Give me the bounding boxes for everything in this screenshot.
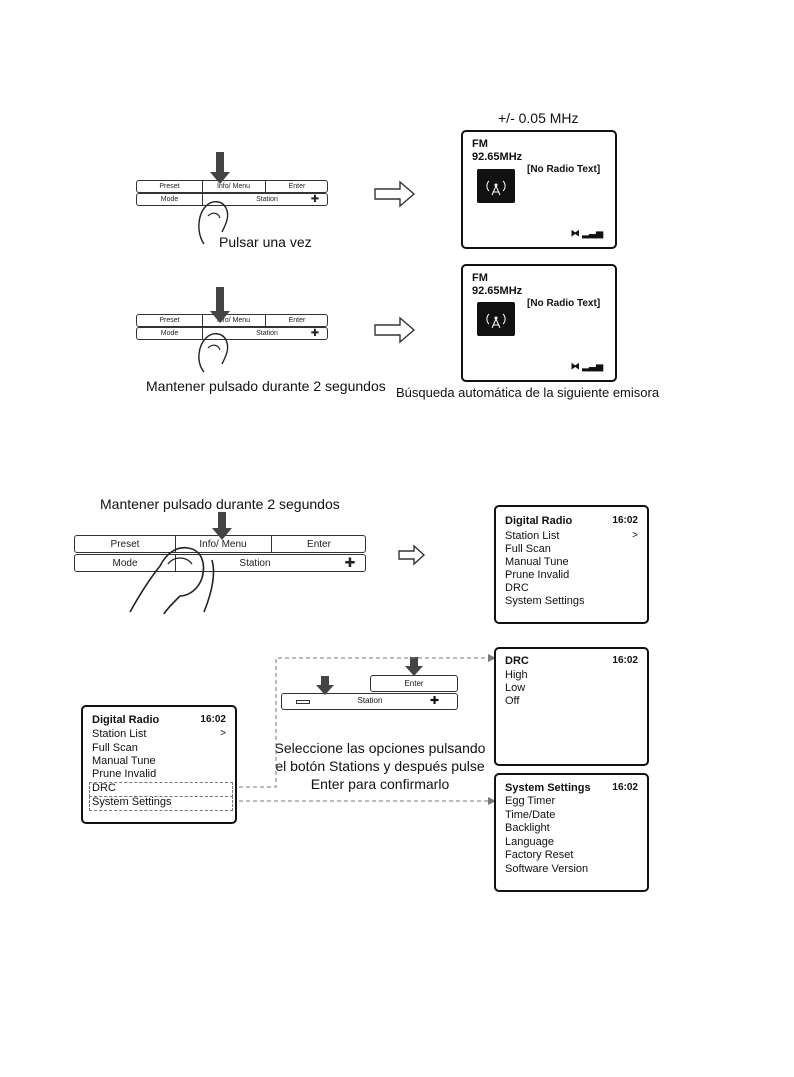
mode-button[interactable]: Mode [75, 555, 176, 571]
info-menu-button[interactable]: Info/ Menu [175, 536, 272, 552]
plus-icon[interactable]: ✚ [430, 694, 440, 707]
menu-item-system-settings[interactable]: System Settings [505, 595, 585, 607]
antenna-icon [477, 302, 515, 336]
frequency-label: 92.65MHz [472, 285, 523, 297]
press-arrow-icon [212, 512, 232, 540]
fm-screen-1: FM 92.65MHz [No Radio Text] ⧓ ▂▃▅ [461, 130, 617, 249]
submenu-marker: > [632, 530, 638, 541]
hold-caption-fm: Mantener pulsado durante 2 segundos [146, 378, 386, 394]
radio-text: [No Radio Text] [527, 164, 601, 175]
station-button[interactable]: Station [239, 557, 271, 569]
minus-icon[interactable] [296, 700, 310, 704]
press-arrow-icon [210, 152, 230, 184]
finger-icon [129, 546, 215, 615]
plus-icon[interactable]: ✚ [310, 194, 320, 205]
system-item-language[interactable]: Language [505, 836, 554, 848]
digital-radio-menu-screen-top: Digital Radio 16:02 Station List > Full … [494, 505, 649, 624]
system-settings-highlight [89, 796, 233, 811]
menu-item-drc[interactable]: DRC [92, 782, 116, 794]
system-item-time-date[interactable]: Time/Date [505, 809, 556, 821]
menu-item-full-scan[interactable]: Full Scan [92, 742, 138, 754]
info-menu-button[interactable]: Info/ Menu [202, 315, 266, 326]
mode-button[interactable]: Mode [137, 328, 203, 339]
enter-button[interactable]: Enter [288, 183, 306, 190]
system-item-software-version[interactable]: Software Version [505, 863, 589, 875]
radio-text: [No Radio Text] [527, 298, 601, 309]
system-item-backlight[interactable]: Backlight [505, 822, 550, 834]
drc-time: 16:02 [612, 655, 638, 666]
system-item-factory-reset[interactable]: Factory Reset [505, 849, 574, 861]
finger-icon [198, 201, 229, 245]
small-station-bar: Station ✚ [281, 693, 458, 710]
menu-item-manual-tune[interactable]: Manual Tune [505, 556, 569, 568]
drc-title: DRC [505, 655, 529, 667]
mode-button[interactable]: Mode [137, 194, 203, 205]
preset-button[interactable]: Preset [137, 181, 203, 192]
menu-item-full-scan[interactable]: Full Scan [505, 543, 551, 555]
fm-screen-2: FM 92.65MHz [No Radio Text] ⧓ ▂▃▅ [461, 264, 617, 382]
band-label: FM [472, 138, 488, 150]
arrow-right-icon [374, 180, 416, 208]
menu-item-drc[interactable]: DRC [505, 582, 529, 594]
system-time: 16:02 [612, 782, 638, 793]
step-label: +/- 0.05 MHz [498, 110, 579, 126]
menu-title: Digital Radio [505, 515, 573, 527]
drc-item-high[interactable]: High [505, 669, 528, 681]
digital-radio-menu-screen-bottom: Digital Radio 16:02 Station List > Full … [81, 705, 237, 824]
enter-button[interactable]: Enter [307, 538, 331, 550]
band-label: FM [472, 272, 488, 284]
press-once-caption: Pulsar una vez [219, 234, 312, 250]
drc-item-off[interactable]: Off [505, 695, 520, 707]
finger-icon [198, 333, 229, 373]
button-panel-1: Preset Info/ Menu Enter Mode Station ✚ [136, 180, 328, 206]
menu-item-manual-tune[interactable]: Manual Tune [92, 755, 156, 767]
station-button[interactable]: Station [256, 330, 278, 337]
hold-caption-dab: Mantener pulsado durante 2 segundos [100, 496, 340, 512]
menu-item-prune-invalid[interactable]: Prune Invalid [505, 569, 570, 581]
preset-button[interactable]: Preset [137, 315, 203, 326]
instruction-line-3: Enter para confirmarlo [310, 776, 450, 792]
plus-icon[interactable]: ✚ [344, 555, 356, 570]
button-panel-2: Preset Info/ Menu Enter Mode Station ✚ [136, 314, 328, 340]
signal-icon: ⧓ ▂▃▅ [570, 361, 603, 371]
menu-time: 16:02 [200, 714, 226, 725]
drc-menu-screen: DRC 16:02 High Low Off [494, 647, 649, 766]
menu-time: 16:02 [612, 515, 638, 526]
enter-button[interactable]: Enter [288, 317, 306, 324]
preset-button[interactable]: Preset [75, 536, 176, 552]
menu-item-station-list[interactable]: Station List [92, 728, 147, 740]
frequency-label: 92.65MHz [472, 151, 523, 163]
menu-item-station-list[interactable]: Station List [505, 530, 560, 542]
plus-icon[interactable]: ✚ [310, 328, 320, 339]
system-title: System Settings [505, 782, 591, 794]
small-station-label[interactable]: Station [357, 696, 383, 705]
auto-search-caption: Búsqueda automática de la siguiente emis… [396, 385, 660, 400]
system-item-egg-timer[interactable]: Egg Timer [505, 795, 556, 807]
arrow-right-icon [374, 316, 416, 344]
button-panel-large: Preset Info/ Menu Enter Mode Station ✚ [74, 535, 366, 573]
instruction-line-1: Seleccione las opciones pulsando [274, 740, 486, 756]
info-menu-button[interactable]: Info/ Menu [202, 181, 266, 192]
system-settings-screen: System Settings 16:02 Egg Timer Time/Dat… [494, 773, 649, 892]
drc-item-low[interactable]: Low [505, 682, 526, 694]
menu-item-system-settings[interactable]: System Settings [92, 796, 172, 808]
instruction-line-2: el botón Stations y después pulse [275, 758, 485, 774]
signal-icon: ⧓ ▂▃▅ [570, 228, 603, 238]
menu-item-prune-invalid[interactable]: Prune Invalid [92, 768, 157, 780]
press-arrow-icon [316, 676, 334, 695]
arrow-right-icon [398, 544, 426, 566]
station-button[interactable]: Station [256, 196, 278, 203]
menu-title: Digital Radio [92, 714, 160, 726]
antenna-icon [477, 169, 515, 203]
press-arrow-icon [405, 657, 423, 676]
submenu-marker: > [220, 728, 226, 739]
press-arrow-icon [210, 287, 230, 323]
